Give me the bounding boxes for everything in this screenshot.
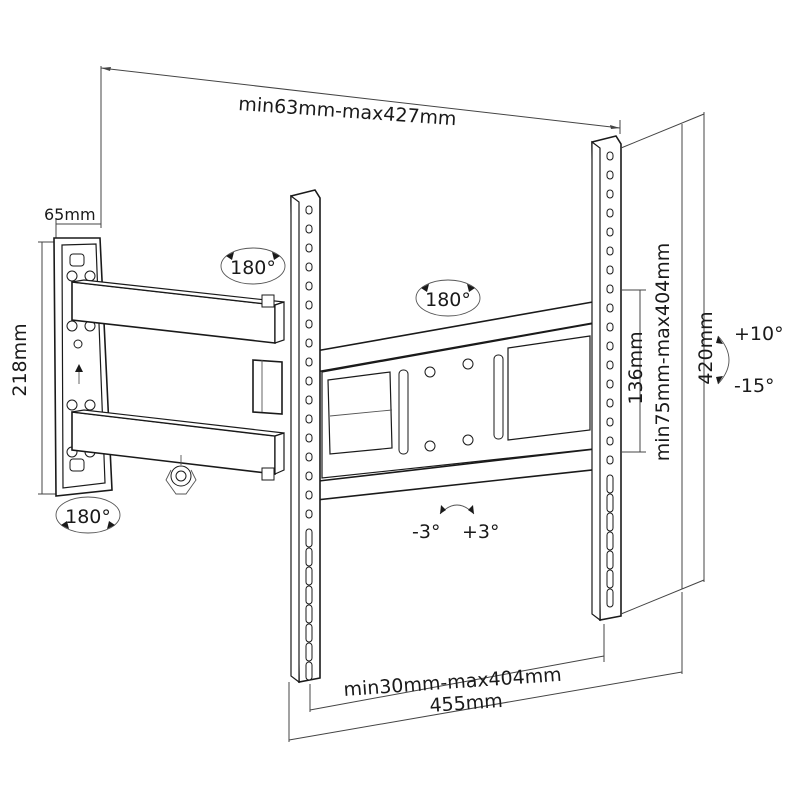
rail-hole (305, 300, 313, 310)
center-frame (308, 299, 612, 501)
lower-arm (71, 409, 285, 481)
rail-hole (305, 262, 313, 272)
rail-hole (305, 414, 313, 424)
bracket-width-label: 455mm (429, 690, 504, 717)
tilt-up-label: +10° (734, 323, 784, 345)
rail-hole (606, 417, 614, 427)
rail-hole (606, 569, 614, 589)
rail-hole (305, 642, 313, 662)
rail-hole (606, 512, 614, 532)
rail-hole (606, 341, 614, 351)
plate-depth-dimension (55, 218, 101, 240)
level-arrow-icon (439, 504, 475, 515)
rail-hole (305, 376, 313, 386)
rail-hole (606, 170, 614, 180)
wall-rotation-label: 180° (65, 506, 111, 528)
bracket-height-dimension (681, 112, 705, 589)
rail-hole (606, 379, 614, 389)
rail-hole (305, 509, 313, 519)
rail-hole (606, 284, 614, 294)
rail-hole (305, 604, 313, 624)
depth-label: min63mm-max427mm (238, 93, 458, 130)
right-rail-holes (606, 151, 614, 608)
vesa-horizontal-dimension (309, 624, 605, 712)
bracket-width-dimension (288, 592, 683, 742)
rail-hole (305, 319, 313, 329)
rail-hole (606, 588, 614, 608)
center-rotation-label: 180° (425, 289, 471, 311)
center-rotation-icon (415, 279, 481, 317)
rail-hole (305, 528, 313, 548)
cable-hook (165, 455, 197, 495)
upper-arm (71, 279, 285, 344)
rail-hole (305, 281, 313, 291)
rail-hole (305, 490, 313, 500)
rail-hole (606, 265, 614, 275)
right-vertical-rail (591, 135, 622, 622)
arm-joint (252, 359, 283, 415)
vesa-vertical-dimension (620, 113, 705, 615)
rail-hole (305, 452, 313, 462)
rail-hole (305, 205, 313, 215)
rail-hole (606, 208, 614, 218)
wall-plate (53, 237, 113, 497)
rail-hole (606, 360, 614, 370)
rail-hole (606, 436, 614, 446)
tilt-down-label: -15° (734, 375, 775, 397)
rail-hole (606, 550, 614, 570)
rail-hole (305, 357, 313, 367)
rail-hole (606, 151, 614, 161)
arm-joint-rotation-label: 180° (230, 257, 276, 279)
rail-hole (305, 661, 313, 681)
wall-rotation-icon (55, 496, 121, 534)
rail-hole (606, 303, 614, 313)
rail-hole (305, 566, 313, 586)
bracket-height-label: 420mm (695, 311, 717, 384)
rail-hole (305, 395, 313, 405)
rail-hole (305, 433, 313, 443)
rail-hole (606, 189, 614, 199)
rail-hole (606, 322, 614, 332)
tilt-arrow-icon (716, 335, 730, 385)
rail-spacing-dimension (622, 289, 646, 453)
arm-joint-rotation-icon (220, 247, 286, 285)
rail-hole (606, 227, 614, 237)
rail-hole (606, 493, 614, 513)
rail-hole (305, 224, 313, 234)
rail-hole (305, 585, 313, 605)
vesa-vertical-label: min75mm-max404mm (652, 243, 674, 462)
level-right-label: +3° (462, 521, 500, 543)
rail-hole (305, 243, 313, 253)
level-left-label: -3° (412, 521, 440, 543)
rail-hole (305, 623, 313, 643)
rail-hole (606, 474, 614, 494)
plate-depth-label: 65mm (44, 205, 96, 224)
depth-dimension (100, 66, 621, 228)
rail-hole (606, 455, 614, 465)
left-rail-holes (305, 205, 313, 681)
rail-spacing-label: 136mm (625, 331, 647, 404)
rail-hole (606, 531, 614, 551)
plate-height-label: 218mm (9, 323, 31, 396)
rail-hole (305, 338, 313, 348)
rail-hole (606, 398, 614, 408)
rail-hole (606, 246, 614, 256)
left-vertical-rail (290, 189, 321, 684)
rail-hole (305, 471, 313, 481)
rail-hole (305, 547, 313, 567)
